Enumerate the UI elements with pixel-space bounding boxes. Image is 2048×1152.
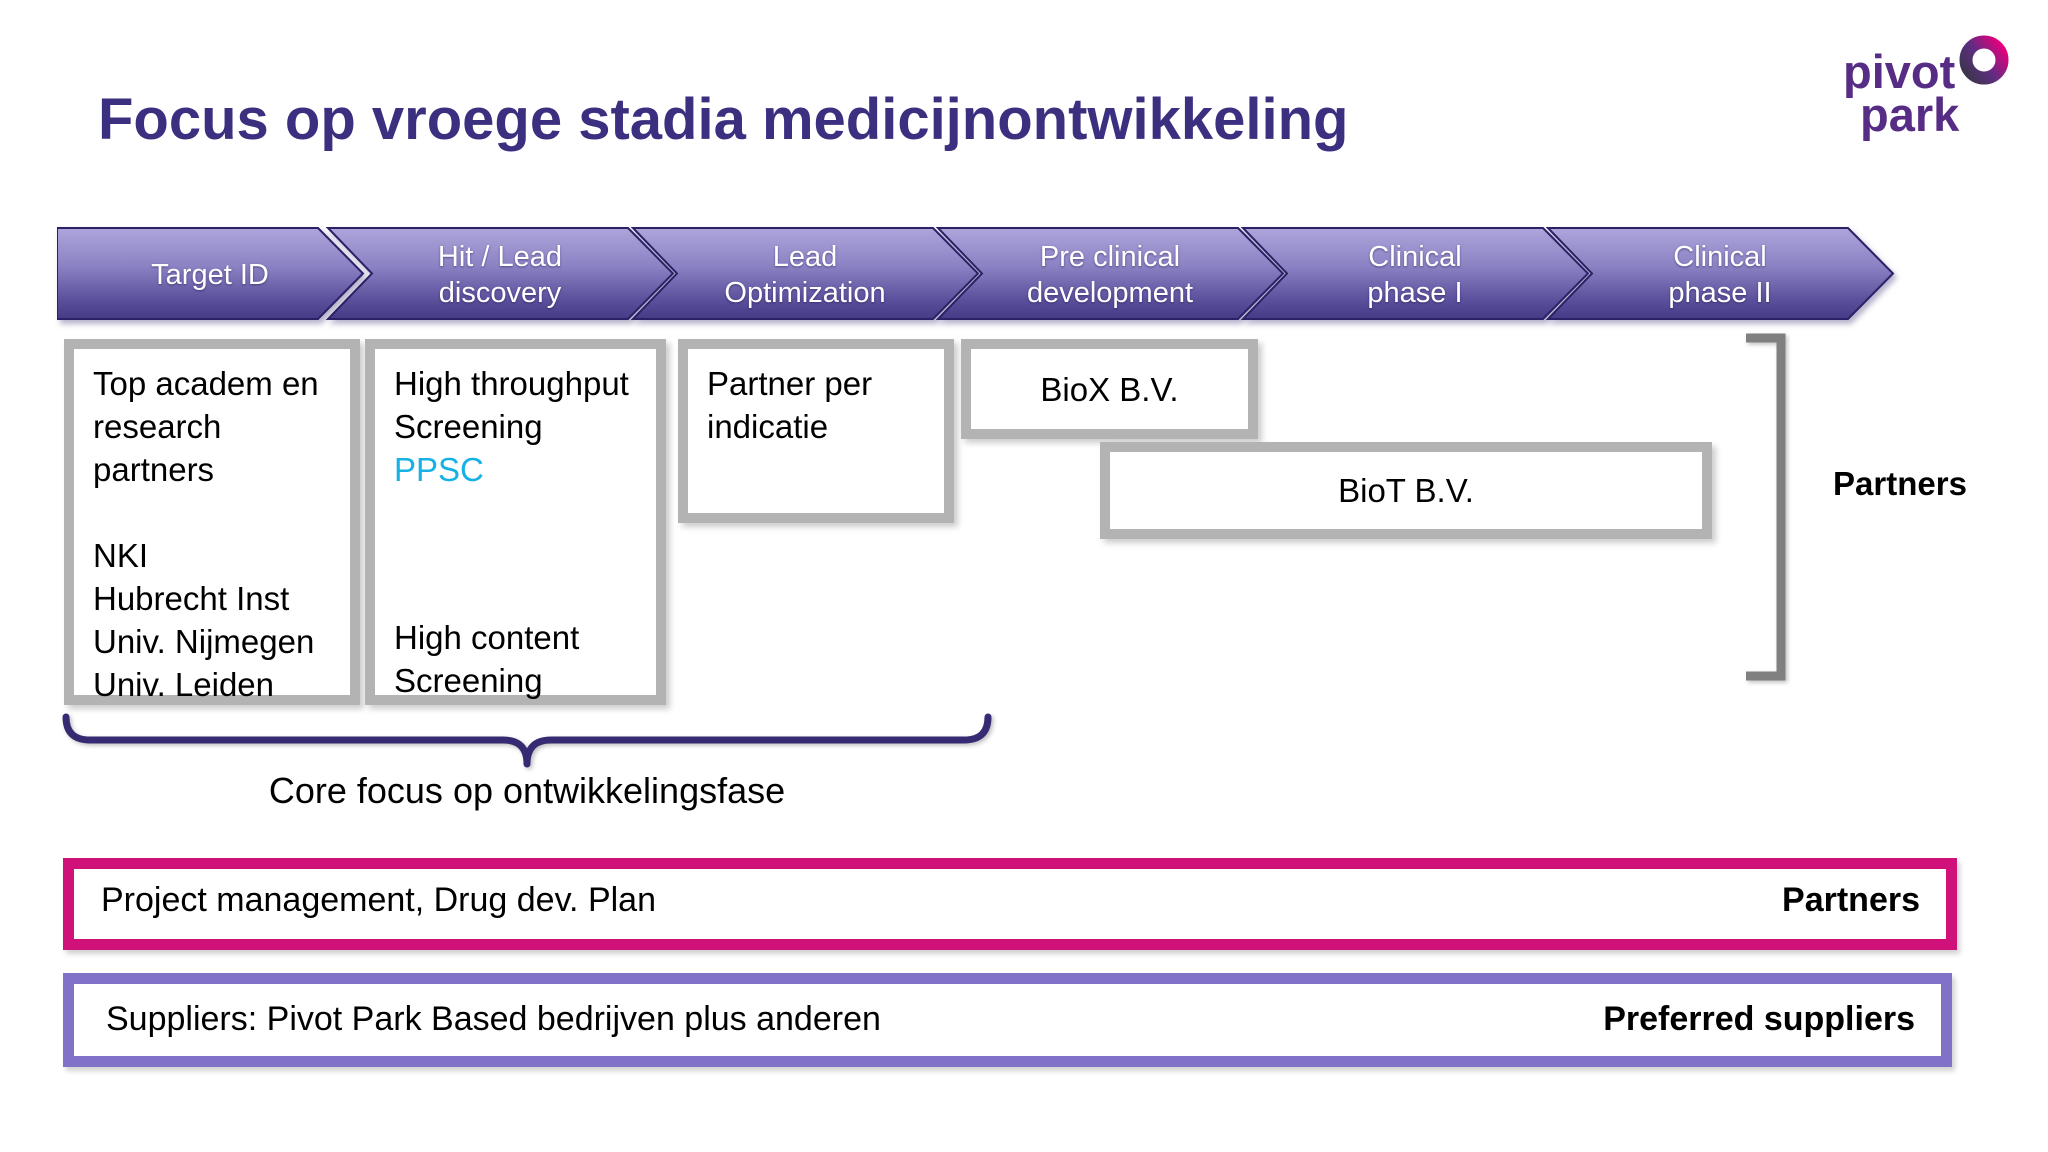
chevron-hit-lead (325, 227, 675, 320)
pipeline-chevron-band (57, 227, 1895, 320)
logo-ring-icon (1956, 34, 2012, 95)
biot-box: BioT B.V. (1100, 442, 1712, 539)
stage-label-clinical-1: Clinical phase I (1367, 240, 1463, 309)
partners-bracket (1746, 333, 1786, 681)
chevron-clinical-1 (1240, 227, 1590, 320)
logo-row-pivot: pivot (1843, 34, 2033, 95)
stage-label-hit-lead: Hit / Lead discovery (437, 240, 563, 309)
chevron-preclinical (935, 227, 1285, 320)
project-management-row: Project management, Drug dev. Plan Partn… (63, 858, 1957, 950)
page-title: Focus op vroege stadia medicijnontwikkel… (98, 87, 1349, 152)
partners-bracket-label: Partners (1833, 465, 1967, 502)
chevron-target-id (57, 227, 365, 320)
chevron-lead-opt (630, 227, 980, 320)
stage-label-clinical-2: Clinical phase II (1668, 240, 1772, 309)
core-focus-label: Core focus op ontwikkelingsfase (268, 770, 786, 811)
high-content-group: High content Screening (394, 619, 580, 699)
academic-partners-box: Top academ en research partners NKI Hubr… (64, 339, 360, 705)
biox-box: BioX B.V. (961, 339, 1258, 439)
partner-per-indicatie-box: Partner per indicatie (678, 339, 954, 523)
suppliers-text: Suppliers: Pivot Park Based bedrijven pl… (106, 1000, 881, 1038)
partners-row-label: Partners (1782, 881, 1920, 919)
screening-box: High throughput Screening PPSC High cont… (365, 339, 666, 705)
ppsc-highlight: PPSC (394, 451, 484, 488)
suppliers-row: Suppliers: Pivot Park Based bedrijven pl… (63, 973, 1952, 1067)
preferred-suppliers-label: Preferred suppliers (1603, 1000, 1915, 1038)
core-focus-brace (62, 713, 992, 768)
stage-label-target-id: Target ID (151, 258, 269, 291)
logo-word-park: park (1860, 88, 1960, 141)
stage-label-preclinical: Pre clinical development (1026, 240, 1194, 309)
chevron-clinical-2 (1545, 227, 1895, 320)
logo-word-pivot: pivot (1843, 45, 1956, 98)
stage-label-lead-opt: Lead Optimization (724, 240, 886, 309)
pivot-park-logo: pivot park (1843, 34, 2033, 144)
project-management-text: Project management, Drug dev. Plan (101, 881, 656, 919)
